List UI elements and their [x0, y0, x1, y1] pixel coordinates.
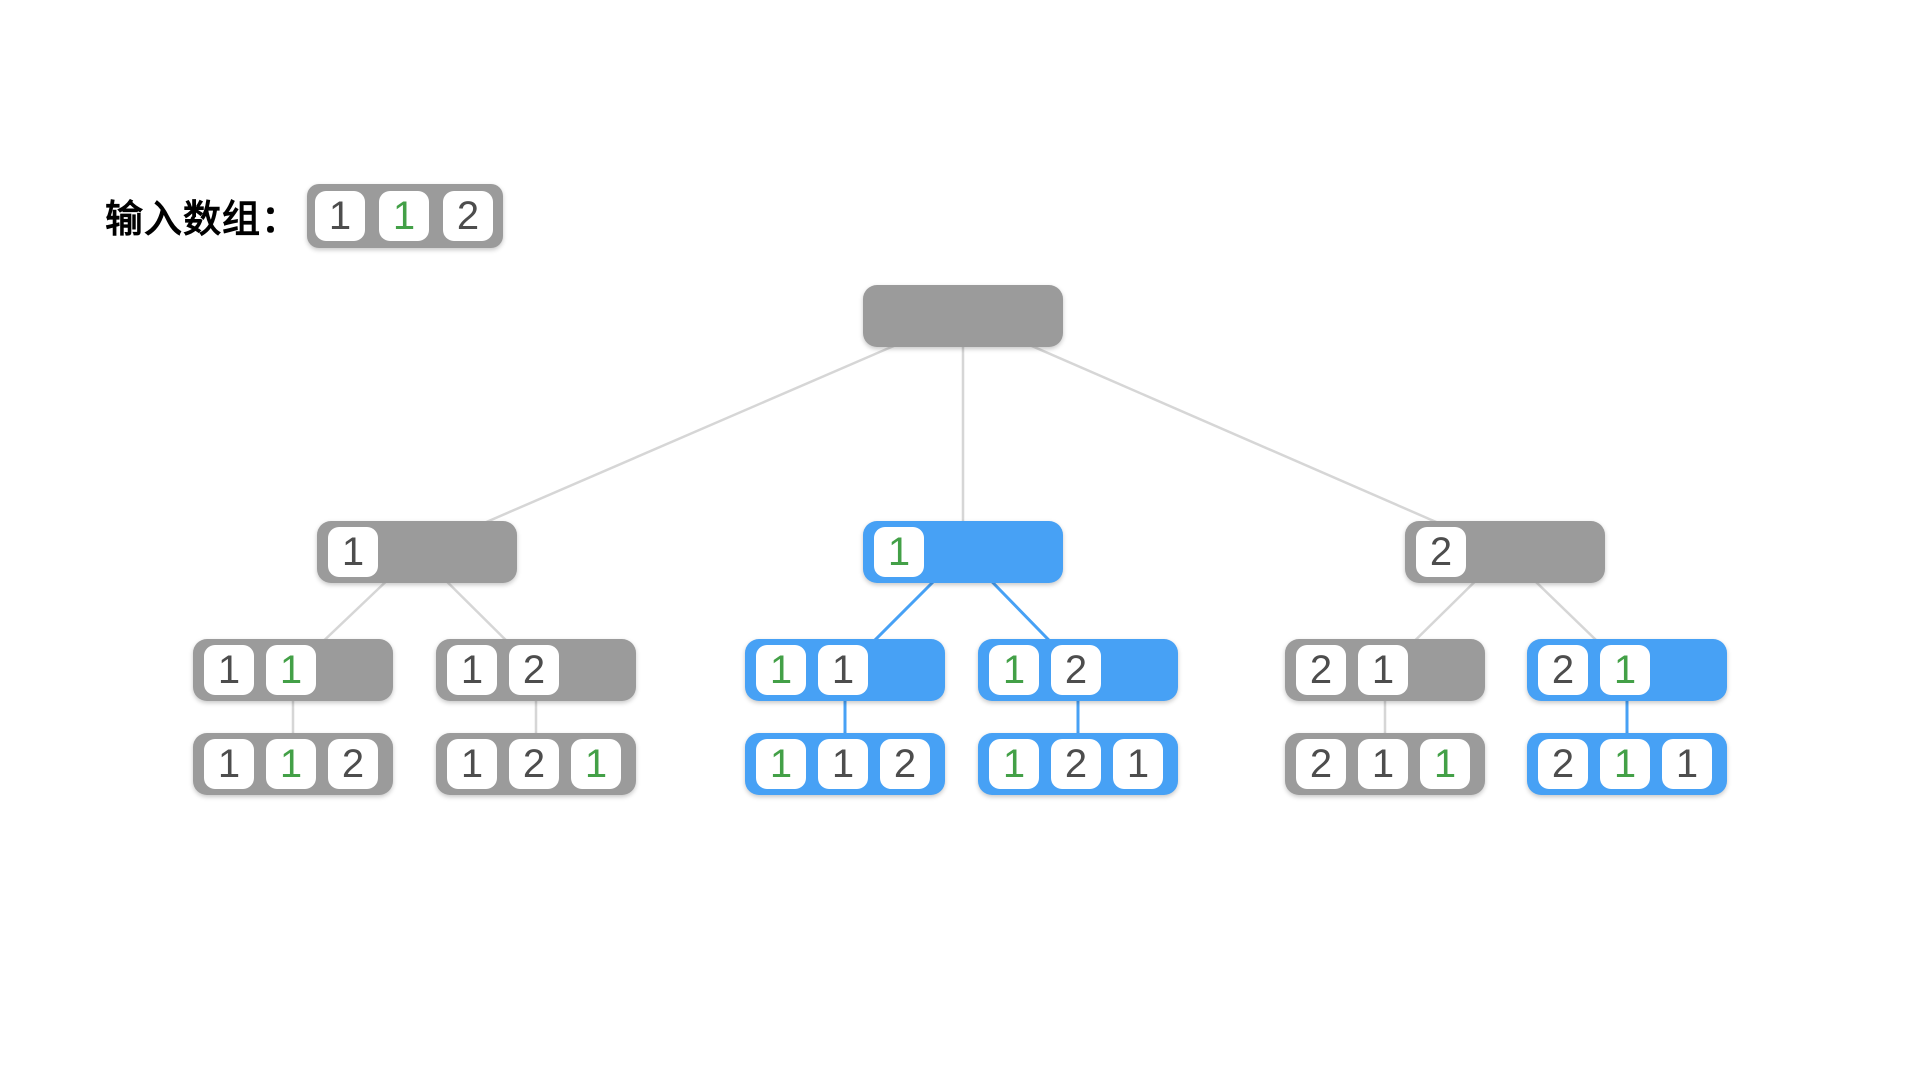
array-cell: 1 — [989, 645, 1039, 695]
array-cell: 1 — [266, 739, 316, 789]
array-cell: 1 — [1420, 739, 1470, 789]
array-cell: 2 — [1538, 739, 1588, 789]
tree-edge — [962, 314, 1506, 554]
array-cell: 2 — [1538, 645, 1588, 695]
array-cell: 1 — [1600, 645, 1650, 695]
tree-node-l2-3: 1 2 — [978, 639, 1178, 701]
array-cell: 1 — [818, 645, 868, 695]
input-array-label: 输入数组： — [105, 199, 301, 241]
array-cell: 2 — [1051, 645, 1101, 695]
tree-node-l2-1: 1 2 — [436, 639, 636, 701]
tree-node-l1-2: 2 — [1405, 521, 1605, 583]
tree-edge — [416, 314, 964, 554]
tree-node-l3-4: 2 1 1 — [1285, 733, 1485, 795]
array-cell: 2 — [328, 739, 378, 789]
array-cell: 1 — [571, 739, 621, 789]
array-cell: 1 — [328, 527, 378, 577]
array-cell: 1 — [1113, 739, 1163, 789]
array-cell: 2 — [1051, 739, 1101, 789]
array-cell: 1 — [1662, 739, 1712, 789]
array-cell: 1 — [756, 645, 806, 695]
input-array-box: 1 1 2 — [307, 184, 503, 248]
array-cell: 1 — [315, 191, 365, 241]
tree-node-l3-1: 1 2 1 — [436, 733, 636, 795]
array-cell: 2 — [509, 739, 559, 789]
array-cell: 2 — [1296, 739, 1346, 789]
array-cell: 2 — [443, 191, 493, 241]
array-cell: 1 — [1358, 645, 1408, 695]
tree-node-l3-5: 2 1 1 — [1527, 733, 1727, 795]
array-cell: 2 — [1296, 645, 1346, 695]
tree-node-l3-3: 1 2 1 — [978, 733, 1178, 795]
array-cell: 1 — [266, 645, 316, 695]
tree-node-l2-0: 1 1 — [193, 639, 393, 701]
array-cell: 1 — [874, 527, 924, 577]
array-cell: 1 — [818, 739, 868, 789]
tree-node-l1-1: 1 — [863, 521, 1063, 583]
array-cell: 1 — [989, 739, 1039, 789]
tree-node-root — [863, 285, 1063, 347]
array-cell: 1 — [204, 645, 254, 695]
array-cell: 1 — [1358, 739, 1408, 789]
tree-node-l3-0: 1 1 2 — [193, 733, 393, 795]
array-cell: 1 — [447, 645, 497, 695]
array-cell: 1 — [447, 739, 497, 789]
tree-node-l2-2: 1 1 — [745, 639, 945, 701]
array-cell: 1 — [204, 739, 254, 789]
tree-node-l2-5: 2 1 — [1527, 639, 1727, 701]
array-cell: 2 — [509, 645, 559, 695]
array-cell: 1 — [379, 191, 429, 241]
array-cell: 1 — [1600, 739, 1650, 789]
tree-node-l3-2: 1 1 2 — [745, 733, 945, 795]
array-cell: 1 — [756, 739, 806, 789]
array-cell: 2 — [1416, 527, 1466, 577]
tree-node-l2-4: 2 1 — [1285, 639, 1485, 701]
tree-node-l1-0: 1 — [317, 521, 517, 583]
array-cell: 2 — [880, 739, 930, 789]
